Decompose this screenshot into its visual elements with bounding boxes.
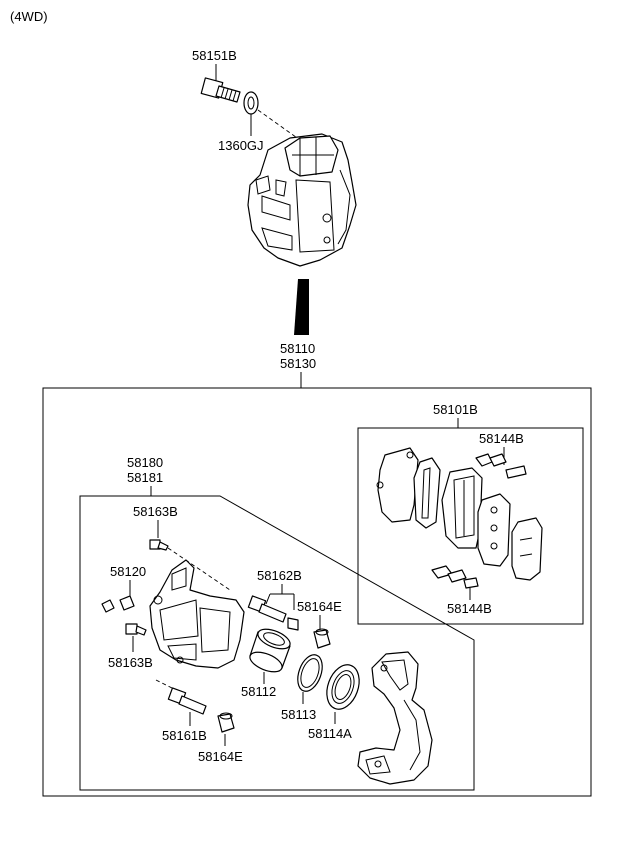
pad-clip-top xyxy=(475,453,527,479)
label-58101B: 58101B xyxy=(433,402,478,417)
label-58164E-top: 58164E xyxy=(297,599,342,614)
alignment-line-top xyxy=(257,109,301,141)
label-58114A: 58114A xyxy=(308,726,352,741)
label-58180: 58180 xyxy=(127,455,163,470)
caliper-assembly-top xyxy=(247,133,357,267)
washer-1360GJ xyxy=(243,91,259,115)
caliper-kit-frame xyxy=(79,495,475,791)
pad-shim-left xyxy=(376,447,419,523)
label-58110: 58110 xyxy=(280,341,315,356)
label-1360GJ: 1360GJ xyxy=(218,138,264,153)
label-58151B: 58151B xyxy=(192,48,237,63)
label-58161B: 58161B xyxy=(162,728,207,743)
label-58162B: 58162B xyxy=(257,568,302,583)
kit-outer-frame xyxy=(42,387,592,797)
label-58163B-top: 58163B xyxy=(133,504,178,519)
label-58163B-bot: 58163B xyxy=(108,655,153,670)
guide-pin-upper-cap xyxy=(287,617,299,631)
label-58181: 58181 xyxy=(127,470,163,485)
bleeder-bolt-top xyxy=(149,539,169,551)
guide-boot-upper xyxy=(313,628,331,649)
bleeder-screw xyxy=(101,595,135,613)
bleeder-bolt-bottom xyxy=(125,623,147,636)
guide-boot-lower xyxy=(217,712,235,733)
label-58144B-top: 58144B xyxy=(479,431,524,446)
label-58120: 58120 xyxy=(110,564,146,579)
pad-shim-outer xyxy=(511,517,543,581)
leader-58162B xyxy=(265,584,295,610)
label-58164E-bot: 58164E xyxy=(198,749,243,764)
caliper-carrier-bracket xyxy=(357,651,433,785)
bolt-58151B xyxy=(200,77,241,103)
assembly-arrow xyxy=(294,279,309,335)
guide-pin-upper xyxy=(247,595,287,623)
alignment-line-pin xyxy=(155,679,177,691)
label-58130: 58130 xyxy=(280,356,316,371)
caliper-body xyxy=(149,559,245,669)
variant-label: (4WD) xyxy=(10,9,48,24)
label-58112: 58112 xyxy=(241,684,276,699)
pad-shim-2 xyxy=(413,457,441,529)
piston-58112 xyxy=(249,628,291,673)
pad-clip-bottom xyxy=(431,565,479,589)
guide-pin-lower xyxy=(167,687,207,715)
piston-seal-58113 xyxy=(297,654,323,692)
alignment-line-bolt xyxy=(167,547,231,591)
brake-pad-inner xyxy=(441,467,483,549)
brake-pad-outer xyxy=(477,493,511,567)
label-58113: 58113 xyxy=(281,707,316,722)
dust-boot-58114A xyxy=(326,664,360,710)
pad-kit-frame xyxy=(357,427,584,625)
label-58144B-bot: 58144B xyxy=(447,601,492,616)
